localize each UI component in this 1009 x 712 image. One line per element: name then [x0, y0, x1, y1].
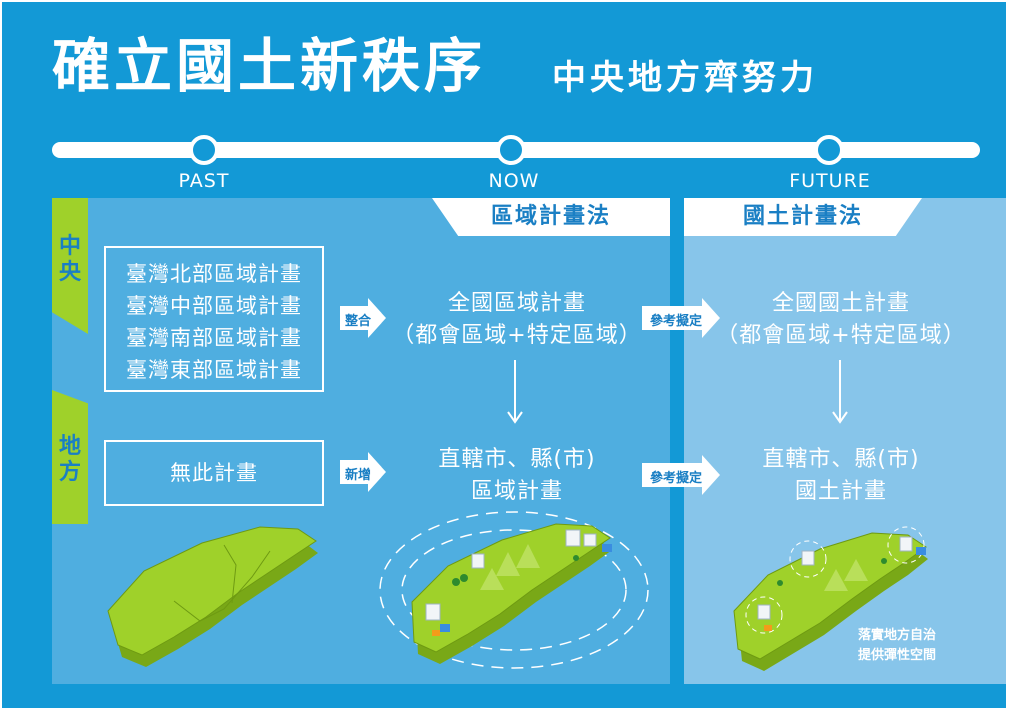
future-down-arrow-icon	[832, 360, 848, 424]
timeline-label-past: PAST	[178, 170, 230, 192]
taiwan-map-future-icon	[733, 526, 928, 671]
arrow-label-integrate: 整合	[344, 314, 371, 329]
future-note-line1: 落實地方自治	[858, 628, 937, 643]
now-central-detail: （都會區域+特定區域）	[392, 323, 642, 348]
past-plan-north: 臺灣北部區域計畫	[126, 262, 302, 286]
side-label-local-char2: 方	[58, 460, 81, 485]
past-plan-south: 臺灣南部區域計畫	[126, 326, 302, 350]
now-central-title: 全國區域計畫	[447, 291, 586, 316]
reference-arrow-icon-local	[642, 455, 720, 495]
timeline-label-now: NOW	[488, 170, 540, 192]
now-local-title: 直轄市、縣(市)	[438, 447, 596, 472]
past-plan-east: 臺灣東部區域計畫	[126, 358, 302, 382]
past-local-plan-box: 無此計畫	[104, 440, 324, 506]
add-arrow-icon	[340, 452, 386, 492]
page-subtitle: 中央地方齊努力	[552, 58, 818, 98]
page-title: 確立國土新秩序	[52, 32, 487, 100]
side-label-central-char1: 中	[58, 234, 81, 259]
integrate-arrow-icon	[340, 298, 386, 338]
arrow-label-reference-local: 參考擬定	[649, 471, 702, 486]
side-label-central: 中 央	[52, 198, 88, 334]
future-central-title: 全國國土計畫	[771, 291, 910, 316]
now-down-arrow-icon	[507, 360, 523, 424]
arrow-label-reference-central: 參考擬定	[649, 314, 702, 329]
future-local-detail: 國土計畫	[794, 479, 887, 504]
taiwan-map-past-icon	[107, 526, 318, 667]
timeline-node-future	[814, 135, 844, 165]
timeline-label-future: FUTURE	[789, 170, 871, 192]
timeline-node-now	[496, 135, 526, 165]
arrow-label-add: 新增	[344, 468, 371, 483]
tab-regional-planning-act: 區域計畫法	[432, 198, 670, 236]
future-note: 落實地方自治 提供彈性空間	[858, 626, 936, 666]
timeline-node-past	[189, 135, 219, 165]
past-plan-central: 臺灣中部區域計畫	[126, 294, 302, 318]
taiwan-map-now-icon	[379, 511, 649, 669]
tab-spatial-planning-act: 國土計畫法	[684, 198, 922, 236]
future-central-detail: （都會區域+特定區域）	[716, 323, 966, 348]
future-local-title: 直轄市、縣(市)	[762, 447, 920, 472]
side-label-central-char2: 央	[58, 260, 81, 285]
future-note-line2: 提供彈性空間	[858, 648, 937, 663]
reference-arrow-icon-central	[642, 298, 720, 338]
past-central-plans-box: 臺灣北部區域計畫 臺灣中部區域計畫 臺灣南部區域計畫 臺灣東部區域計畫	[104, 246, 324, 392]
now-local-detail: 區域計畫	[470, 479, 563, 504]
side-label-local-char1: 地	[58, 434, 81, 459]
side-label-local: 地 方	[52, 390, 88, 524]
